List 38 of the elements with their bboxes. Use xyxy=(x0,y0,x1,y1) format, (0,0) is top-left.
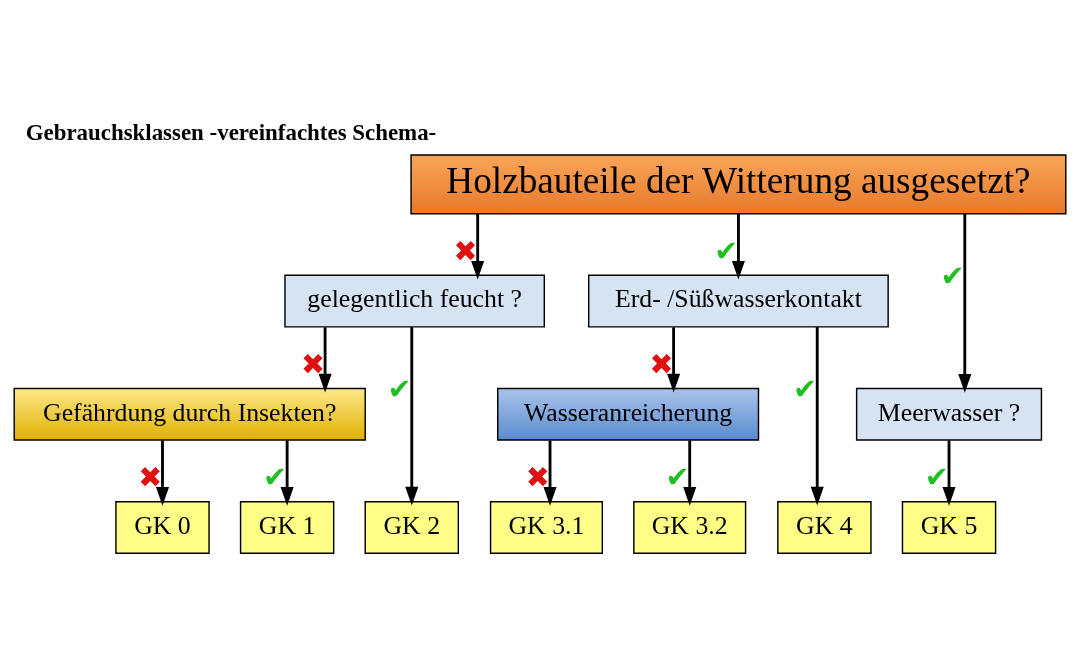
arrow xyxy=(667,326,681,393)
edge-label: ✖ xyxy=(649,346,674,381)
arrow xyxy=(405,326,419,505)
node-box: GK 3.2 xyxy=(633,500,747,554)
edge-label: ✔ xyxy=(262,459,287,494)
arrow xyxy=(471,213,485,280)
edge-label: ✔ xyxy=(387,371,412,406)
arrow xyxy=(543,440,557,506)
arrow xyxy=(318,326,332,393)
arrow xyxy=(810,326,824,505)
edge-label: ✔ xyxy=(793,371,818,406)
edge-label: ✔ xyxy=(665,459,690,494)
node-box: GK 4 xyxy=(777,500,872,554)
edge-label: ✖ xyxy=(138,459,163,494)
edge-label: ✖ xyxy=(300,346,325,381)
edge-label: ✔ xyxy=(924,459,949,494)
arrow xyxy=(958,213,972,393)
edge-label: ✖ xyxy=(525,459,550,494)
node-box: Gefährdung durch Insekten? xyxy=(13,387,366,441)
edge-label: ✖ xyxy=(453,233,478,268)
node-box: Erd- /Süßwasserkontakt xyxy=(588,274,889,328)
arrow xyxy=(280,440,294,506)
node-box: GK 3.1 xyxy=(489,500,604,554)
node-box: GK 1 xyxy=(239,500,335,554)
arrow xyxy=(683,440,697,506)
node-box: GK 5 xyxy=(901,500,997,554)
arrow xyxy=(731,213,745,280)
diagram-title: Gebrauchsklassen -vereinfachtes Schema- xyxy=(25,119,437,145)
node-box: GK 0 xyxy=(115,500,210,554)
node-box: gelegentlich feucht ? xyxy=(284,274,545,328)
node-box: GK 2 xyxy=(364,500,460,554)
edge-label: ✔ xyxy=(940,258,965,293)
node-box: Holzbauteile der Witterung ausgesetzt? xyxy=(410,153,1067,214)
node-box: Meerwasser ? xyxy=(855,387,1043,441)
node-box: Wasseranreicherung xyxy=(497,387,760,441)
edge-label: ✔ xyxy=(714,233,739,268)
arrow xyxy=(942,440,956,506)
arrow xyxy=(155,440,170,506)
